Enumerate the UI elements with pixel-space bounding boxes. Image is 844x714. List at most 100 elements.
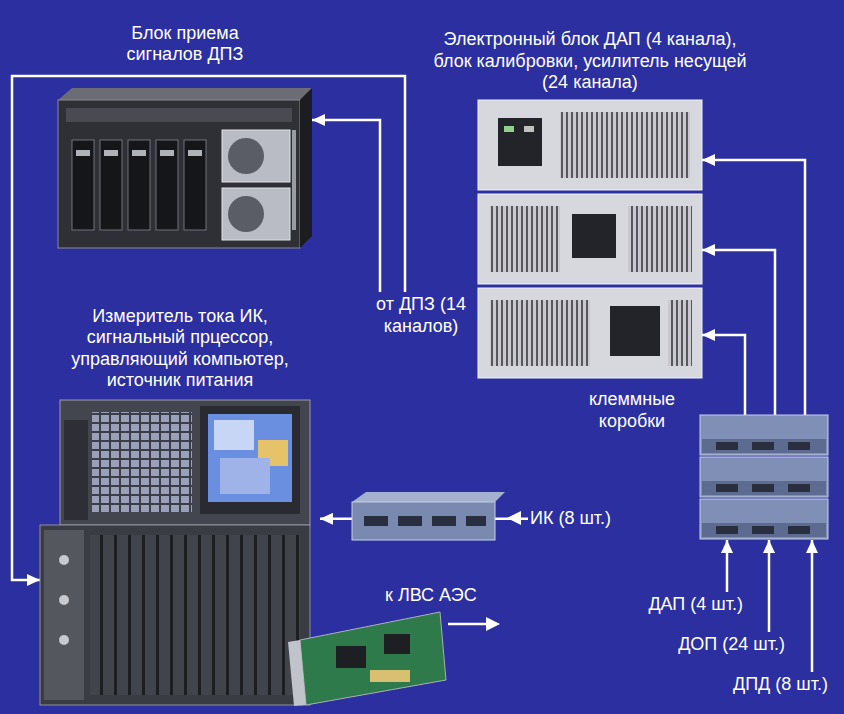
- drive-bay: [100, 140, 122, 230]
- lan-arrow-shaft: [448, 623, 488, 626]
- control-panel: [572, 214, 616, 258]
- sensor-source: ДОП (24 шт.): [676, 632, 787, 658]
- node-heading: Блок приема сигналов ДПЗ: [110, 23, 260, 66]
- port: [432, 516, 456, 526]
- receiver-rack: Блок приема сигналов ДПЗ: [58, 88, 312, 248]
- port: [716, 526, 738, 534]
- knob: [59, 635, 69, 645]
- chassis: [478, 100, 702, 190]
- bay-handle: [188, 150, 202, 156]
- terminal-box: [700, 415, 828, 455]
- box-front: [702, 439, 826, 453]
- card-contacts: [370, 670, 410, 682]
- lan-arrow-head: [486, 617, 500, 631]
- indicator: [504, 126, 514, 132]
- vent-grille: [628, 206, 692, 272]
- rack-front: [58, 100, 300, 248]
- port: [364, 516, 388, 526]
- input-arrow-head: [507, 511, 521, 525]
- knob: [59, 555, 69, 565]
- monitor-screen: [208, 414, 292, 502]
- signal-arrow: [702, 250, 775, 415]
- console-frame: [60, 400, 310, 525]
- bay-handle: [132, 150, 146, 156]
- signal-arrow: [702, 335, 745, 415]
- node-heading: клеммные коробки: [572, 389, 692, 432]
- sensor-source: ДАП (4 шт.): [646, 592, 745, 618]
- terminal-boxes-art: [700, 415, 828, 539]
- network-label: к ЛВС АЭС: [385, 585, 477, 607]
- chassis: [478, 288, 702, 378]
- card-bracket: [288, 640, 306, 706]
- node-text: ДПД (8 шт.): [731, 672, 830, 698]
- box-front: [702, 523, 826, 537]
- signal-arrow: [312, 120, 380, 292]
- node-text: ИК (8 шт.): [528, 506, 613, 532]
- port: [716, 484, 738, 492]
- signal-arrow: [726, 540, 729, 592]
- keypad: [92, 412, 192, 512]
- signal-arrow: [768, 540, 771, 632]
- vent-grille: [490, 206, 560, 272]
- node-heading: Электронный блок ДАП (4 канала), блок ка…: [425, 29, 755, 94]
- sensor-source: ДПД (8 шт.): [731, 672, 830, 698]
- control-computer: Измеритель тока ИК, сигнальный прцессор,…: [40, 400, 320, 705]
- drive-bay: [184, 140, 206, 230]
- rack-side: [300, 88, 312, 248]
- signal-source: от ДПЗ (14 каналов): [362, 292, 480, 339]
- vent-grille: [560, 112, 690, 178]
- rack-top: [58, 88, 312, 100]
- port: [398, 516, 422, 526]
- electronics-rack: Электронный блок ДАП (4 канала), блок ка…: [478, 100, 702, 380]
- node-text: ДОП (24 шт.): [676, 632, 787, 658]
- power-module: [222, 130, 290, 182]
- port: [788, 442, 810, 450]
- control-panel: [610, 306, 660, 356]
- rack-strip: [66, 108, 292, 122]
- cabinet-side: [44, 530, 84, 700]
- node-text: от ДПЗ (14 каналов): [362, 292, 480, 339]
- signal-source: ИК (8 шт.): [528, 506, 613, 532]
- power-module: [222, 188, 290, 240]
- chip: [336, 646, 366, 668]
- port: [788, 526, 810, 534]
- drive-bay: [156, 140, 178, 230]
- port: [752, 442, 774, 450]
- chip: [384, 634, 410, 654]
- port: [752, 526, 774, 534]
- monitor-bezel: [200, 406, 300, 514]
- box-top: [352, 492, 505, 502]
- port: [466, 516, 486, 526]
- drive-bay: [128, 140, 150, 230]
- vent-grille: [668, 300, 692, 366]
- junction-box: [352, 502, 495, 540]
- terminal-boxes: клеммные коробки: [700, 415, 828, 540]
- box-front: [702, 481, 826, 495]
- terminal-box: [700, 457, 828, 497]
- fan: [228, 196, 264, 232]
- port: [788, 484, 810, 492]
- bay-handle: [104, 150, 118, 156]
- fan: [228, 138, 264, 174]
- node-text: ДАП (4 шт.): [646, 592, 745, 618]
- console-side: [64, 420, 88, 520]
- circuit-board: [300, 612, 446, 705]
- card-cage: [90, 535, 300, 695]
- network-card-art: [288, 612, 500, 706]
- signal-arrow: [702, 160, 805, 415]
- signal-arrow: [811, 540, 814, 672]
- control-panel: [498, 118, 542, 166]
- bay-handle: [160, 150, 174, 156]
- cabinet: [40, 525, 310, 705]
- node-heading: Измеритель тока ИК, сигнальный прцессор,…: [49, 306, 311, 392]
- indicator: [524, 126, 534, 132]
- knob: [59, 595, 69, 605]
- rack-handle: [292, 130, 296, 230]
- screen-window: [220, 458, 270, 494]
- junction-box-art: [352, 492, 521, 540]
- port: [752, 484, 774, 492]
- control-computer-art: [40, 400, 310, 705]
- terminal-box: [700, 499, 828, 539]
- receiver-rack-art: [58, 88, 312, 248]
